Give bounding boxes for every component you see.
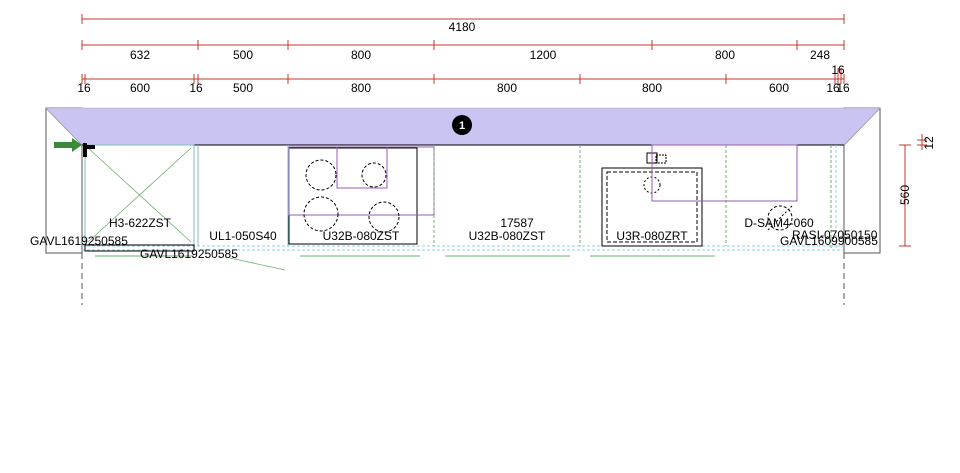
dim-row2-value: 800 <box>351 48 371 62</box>
dim-row3-value: 600 <box>769 81 789 95</box>
dim-row3-value: 16 <box>831 63 845 77</box>
hob-burner <box>305 159 337 191</box>
label-h3: H3-622ZST <box>109 216 172 230</box>
dim-row3-value: 800 <box>642 81 662 95</box>
dim-row3-value: 800 <box>497 81 517 95</box>
label-u3r: U3R-080ZRT <box>616 229 688 243</box>
dim-right-small: 12 <box>922 136 936 150</box>
dim-row3-value: 16 <box>836 81 850 95</box>
cabinet-labels: H3-622ZST GAVL1619250585 GAVL1619250585 … <box>30 216 878 261</box>
hob-burner <box>361 162 387 188</box>
cabinet-fronts <box>81 144 845 305</box>
position-marker: 1 <box>452 115 472 135</box>
dim-right-height: 560 <box>898 185 912 205</box>
corner-fitting <box>767 205 793 231</box>
dim-row3-value: 800 <box>351 81 371 95</box>
dim-row2-value: 248 <box>810 48 830 62</box>
dim-row3-value: 600 <box>130 81 150 95</box>
label-gavl-bottom: GAVL1619250585 <box>140 247 238 261</box>
dimension-lines <box>81 14 927 247</box>
label-u32b-hob: U32B-080ZST <box>323 229 400 243</box>
dim-row3-value: 500 <box>233 81 253 95</box>
hob-burner <box>303 196 339 232</box>
dim-row2-value: 1200 <box>530 48 557 62</box>
hob-burner <box>368 201 400 233</box>
dim-row2-value: 500 <box>233 48 253 62</box>
label-gavl-left: GAVL1619250585 <box>30 234 128 248</box>
dim-row2-value: 632 <box>130 48 150 62</box>
dimension-texts: 4180 632 500 800 1200 800 248 16 600 16 … <box>77 20 936 205</box>
arrow-icon <box>54 138 95 157</box>
dim-row2-value: 800 <box>715 48 735 62</box>
label-ul1: UL1-050S40 <box>209 229 277 243</box>
label-rasi: RASI-07050150 <box>792 228 878 242</box>
label-gavl-right: GAVL1609900585 <box>780 234 878 248</box>
dim-overall: 4180 <box>449 20 476 34</box>
marker-number: 1 <box>459 120 465 132</box>
label-u32b: U32B-080ZST <box>469 229 546 243</box>
label-code: 17587 <box>500 216 534 230</box>
dim-row3-value: 16 <box>826 81 840 95</box>
dim-row3-value: 16 <box>189 81 203 95</box>
label-dsam: D-SAM4-060 <box>744 216 814 230</box>
dim-row3-value: 16 <box>77 81 91 95</box>
